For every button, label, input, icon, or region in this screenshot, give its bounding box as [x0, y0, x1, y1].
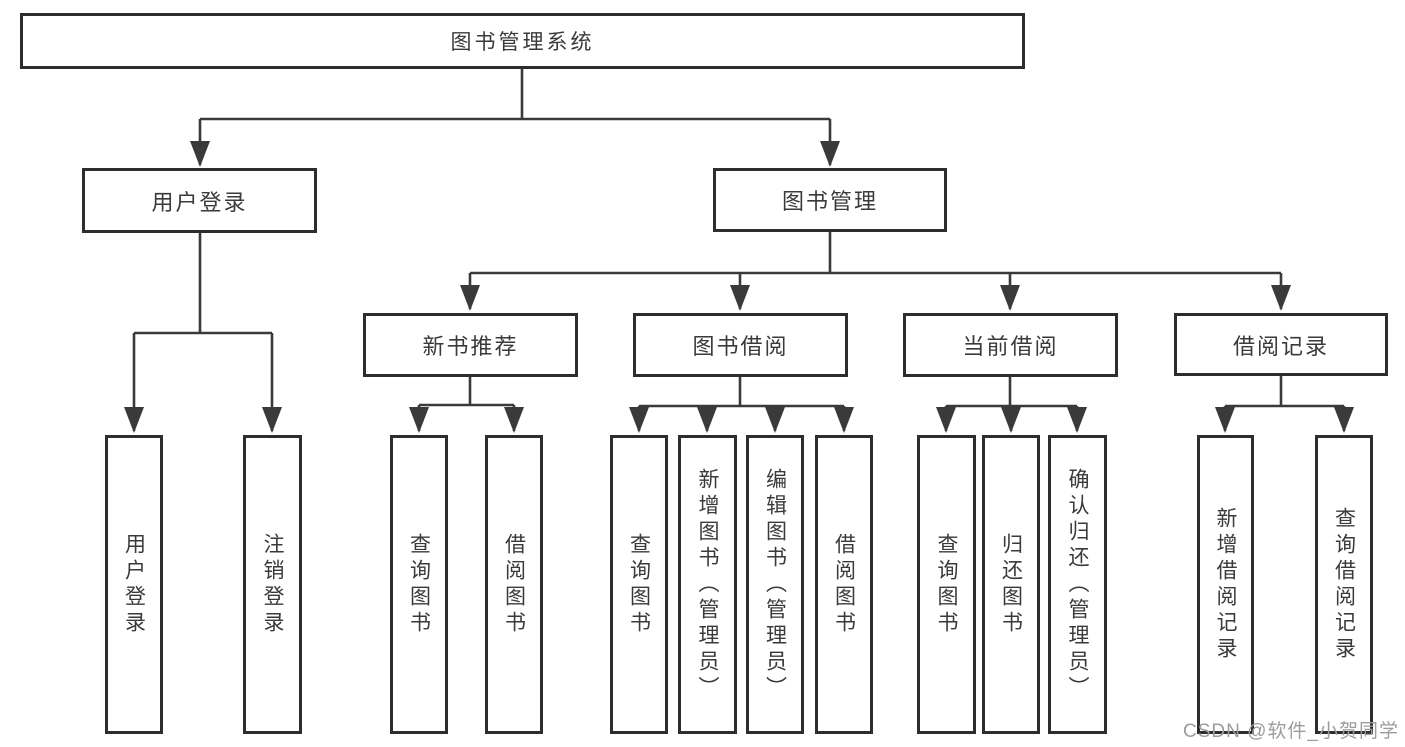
node-label: 图书管理系统 — [450, 31, 595, 54]
node-current-borrowing: 当前借阅 — [903, 313, 1118, 377]
csdn-watermark: CSDN @软件_小贺同学 — [1183, 721, 1399, 742]
leaf-logout: 注销登录 — [243, 435, 302, 734]
node-label: 新书推荐 — [422, 334, 519, 359]
leaf-label: 编辑图书（管理员） — [763, 467, 787, 702]
node-label: 图书管理 — [781, 189, 878, 214]
node-label: 用户登录 — [151, 189, 248, 215]
node-borrowing-records: 借阅记录 — [1174, 313, 1388, 376]
leaf-query-borrowing-record: 查询借阅记录 — [1315, 435, 1373, 734]
leaf-label: 查询图书 — [627, 532, 651, 637]
leaf-borrow-books-1: 借阅图书 — [485, 435, 543, 734]
leaf-label: 新增借阅记录 — [1214, 506, 1237, 663]
leaf-label: 新增图书（管理员） — [696, 467, 719, 702]
node-book-borrowing: 图书借阅 — [633, 313, 848, 377]
leaf-add-books-admin: 新增图书（管理员） — [678, 435, 737, 734]
node-book-management: 图书管理 — [713, 168, 947, 232]
leaf-label: 借阅图书 — [502, 532, 526, 637]
leaf-add-borrowing-record: 新增借阅记录 — [1197, 435, 1254, 734]
node-new-book-recommendation: 新书推荐 — [363, 313, 578, 377]
leaf-label: 借阅图书 — [832, 532, 856, 637]
leaf-query-books-1: 查询图书 — [390, 435, 448, 734]
leaf-confirm-return-admin: 确认归还（管理员） — [1048, 435, 1107, 734]
leaf-label: 归还图书 — [999, 532, 1023, 637]
leaf-return-books: 归还图书 — [982, 435, 1040, 734]
node-label: 当前借阅 — [962, 334, 1059, 359]
leaf-label: 查询图书 — [935, 532, 958, 637]
leaf-edit-books-admin: 编辑图书（管理员） — [746, 435, 804, 734]
connector-trunks — [134, 69, 1344, 408]
leaf-query-books-2: 查询图书 — [610, 435, 668, 734]
leaf-label: 查询借阅记录 — [1332, 506, 1356, 663]
node-label: 图书借阅 — [692, 334, 789, 359]
leaf-label: 确认归还（管理员） — [1066, 467, 1089, 702]
leaf-label: 注销登录 — [261, 532, 284, 637]
node-user-login: 用户登录 — [82, 168, 317, 233]
leaf-label: 查询图书 — [407, 532, 431, 637]
node-label: 借阅记录 — [1232, 333, 1329, 359]
leaf-user-login: 用户登录 — [105, 435, 163, 734]
leaf-query-books-3: 查询图书 — [917, 435, 976, 734]
node-library-management-system: 图书管理系统 — [20, 13, 1025, 69]
leaf-borrow-books-2: 借阅图书 — [815, 435, 873, 734]
leaf-label: 用户登录 — [122, 532, 146, 637]
